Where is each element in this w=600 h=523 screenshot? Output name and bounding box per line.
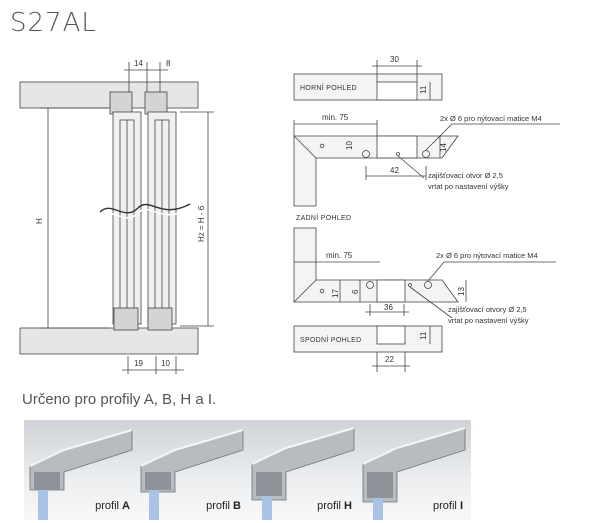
note-rivet-2: 2x Ø 6 pro nýtovací matice M4 <box>436 251 538 260</box>
note-lock-2a: zajišťovací otvory Ø 2,5 <box>448 305 527 314</box>
side-section-view <box>19 62 214 374</box>
dim-17: 17 <box>331 289 340 298</box>
dim-42: 42 <box>390 166 399 175</box>
dim-10: 10 <box>161 359 170 368</box>
profile-i-icon <box>362 427 466 520</box>
note-lock-1a: zajišťovací otvor Ø 2,5 <box>428 171 503 180</box>
dim-h: H <box>35 218 44 224</box>
back-view-upper <box>293 120 560 207</box>
note-rivet-1: 2x Ø 6 pro nýtovací matice M4 <box>440 114 542 123</box>
dim-10: 10 <box>345 141 354 150</box>
back-view-lower <box>293 227 556 319</box>
profile-label-b: profil B <box>206 500 241 512</box>
dim-min75-b: min. 75 <box>326 251 353 260</box>
top-view <box>293 60 443 101</box>
compatibility-note: Určeno pro profily A, B, H a I. <box>22 391 217 408</box>
dim-30: 30 <box>390 55 399 64</box>
profile-card-b: profil B <box>135 420 249 520</box>
dim-14: 14 <box>134 59 143 68</box>
dim-6: 6 <box>351 289 360 294</box>
profile-card-h: profil H <box>246 420 360 520</box>
dim-22: 22 <box>385 355 394 364</box>
profile-card-a: profil A <box>24 420 138 520</box>
product-code: S27AL <box>10 8 97 38</box>
dim-11b: 11 <box>419 331 428 340</box>
bottom-view <box>293 325 443 372</box>
profile-label-i: profil I <box>433 500 463 512</box>
label-zadni-pohled: ZADNÍ POHLED <box>296 213 351 222</box>
note-lock-1b: vrtat po nastavení výšky <box>428 182 509 191</box>
profile-a-icon <box>29 429 133 520</box>
dim-hz: Hz = H - 6 <box>197 205 206 242</box>
dim-36: 36 <box>384 303 393 312</box>
dim-14: 14 <box>439 143 448 152</box>
profile-card-i: profil I <box>357 420 471 520</box>
profile-label-a: profil A <box>95 500 130 512</box>
label-horni-pohled: HORNÍ POHLED <box>300 83 357 92</box>
note-lock-2b: vrtat po nastavení výšky <box>448 316 529 325</box>
dim-min75-a: min. 75 <box>322 113 349 122</box>
profile-b-icon <box>140 429 244 520</box>
label-spodni-pohled: SPODNÍ POHLED <box>300 335 361 344</box>
dim-8: 8 <box>166 59 171 68</box>
profile-label-h: profil H <box>317 500 352 512</box>
dim-13: 13 <box>457 287 466 296</box>
profile-h-icon <box>251 427 355 520</box>
dim-19: 19 <box>134 359 143 368</box>
dim-11a: 11 <box>419 85 428 94</box>
